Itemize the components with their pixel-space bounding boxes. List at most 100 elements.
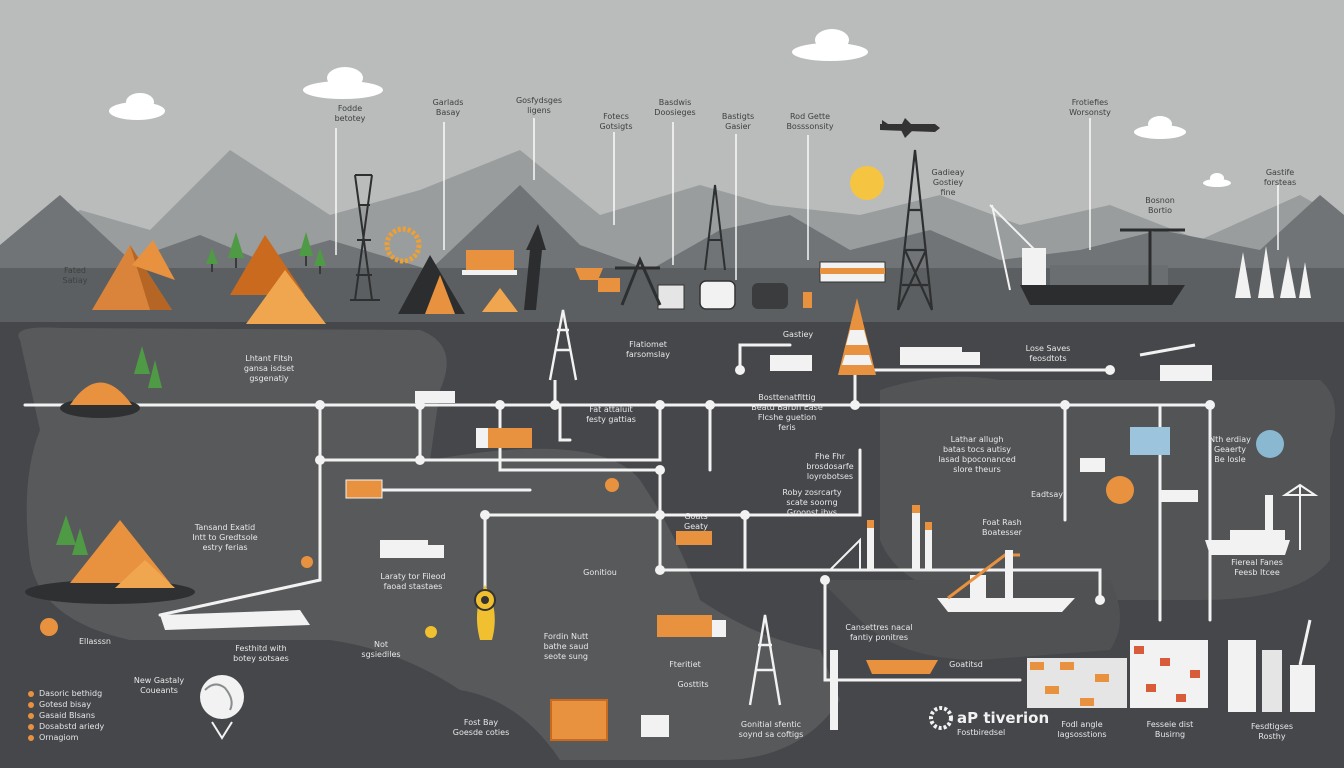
panel-region xyxy=(18,327,841,760)
pine-tree-icon xyxy=(1235,246,1311,298)
network-label: Cansettres nacal fantiy ponitres xyxy=(845,623,913,642)
network-label: Gosttits xyxy=(677,680,709,689)
network-label: Gonitiou xyxy=(583,568,617,577)
bullet-icon xyxy=(28,734,34,741)
network-label: Flatiomet farsomslay xyxy=(626,340,670,359)
network-label: Roby zosrcarty scate soorng Groonst ibys xyxy=(782,488,842,517)
top-label: Frotiefies Worsonsty xyxy=(1069,98,1111,117)
network-label: Nth erdiay Geaerty Be losle xyxy=(1209,435,1251,464)
top-label: Gadieay Gostiey fine xyxy=(931,168,965,197)
airplane-icon xyxy=(880,118,940,138)
car-icon xyxy=(657,280,812,310)
brand-name: aP tiverion xyxy=(957,709,1050,727)
traffic-cone-icon xyxy=(838,298,876,375)
bus-icon xyxy=(819,261,886,283)
legend: Dasoric bethidg Gotesd bisay Gasaid Blsa… xyxy=(28,688,138,743)
network-label: Lose Saves feosdtots xyxy=(1025,344,1071,363)
network-label: Gonitial sfentic soynd sa coftigs xyxy=(738,720,804,739)
cargo-ship-icon xyxy=(989,204,1185,305)
pumpjack-icon xyxy=(615,256,662,306)
network-label: Fhe Fhr brosdosarfe loyrobotses xyxy=(806,452,854,481)
top-label: Gosfydsges ligens xyxy=(515,96,563,115)
top-label: Basdwis Doosieges xyxy=(654,98,696,117)
top-label: Bosnon Bortio xyxy=(1145,196,1175,215)
flower-icon xyxy=(1106,476,1134,504)
legend-item: Gasaid Blsans xyxy=(28,710,138,721)
bullet-icon xyxy=(28,701,34,708)
leader-lines xyxy=(335,118,1279,280)
network-label: Laraty tor Fileod faoad stastaes xyxy=(380,572,446,591)
top-label: Fotecs Gotsigts xyxy=(599,112,633,131)
legend-item: Dosabstd ariedy xyxy=(28,721,138,732)
top-label: Fodde betotey xyxy=(334,104,366,123)
network-label: Fat attaluit festy gattias xyxy=(586,405,636,424)
brand-subtitle: Fostbiredsel xyxy=(957,728,1006,737)
ship-icon xyxy=(937,550,1075,612)
network-label: Fost Bay Goesde coties xyxy=(452,718,510,737)
network-label: Fiereal Fanes Feesb Itcee xyxy=(1231,558,1283,577)
top-label: Gastife forsteas xyxy=(1263,168,1297,187)
legend-item: Ornagiom xyxy=(28,732,138,743)
legend-label: Dasoric bethidg xyxy=(39,689,103,698)
network-label: Eadtsay xyxy=(1031,490,1063,499)
basket-icon xyxy=(575,268,603,280)
bullet-icon xyxy=(28,690,34,697)
network-label: Goatitsd xyxy=(949,660,983,669)
tree-icon xyxy=(56,232,326,555)
network-label: Fesseie dist Busirng xyxy=(1146,720,1194,739)
gear-icon xyxy=(929,706,953,730)
container-icon xyxy=(598,278,620,292)
legend-item: Dasoric bethidg xyxy=(28,688,138,699)
gear-icon xyxy=(384,226,422,264)
map-icon xyxy=(1130,427,1170,455)
top-label: Fated Satiay xyxy=(62,266,88,285)
pin-icon xyxy=(40,618,58,636)
container-stack-icon xyxy=(550,640,1208,741)
ore-pile-icon xyxy=(25,382,195,604)
legend-label: Gasaid Blsans xyxy=(39,711,96,720)
pin-icon xyxy=(301,556,313,568)
network-label: Bosttenatfittig Beatd Barbn Ease Flcshe … xyxy=(751,393,823,432)
solar-panel-icon xyxy=(462,250,517,275)
silo-icon xyxy=(1228,619,1315,712)
network-label: Fordin Nutt bathe saud seote sung xyxy=(543,632,589,661)
location-pin-icon xyxy=(474,585,496,640)
ore-pile-icon xyxy=(482,288,518,312)
network-label: Tansand Exatid Intt to Gredtsole estry f… xyxy=(192,523,258,552)
oil-derrick-icon xyxy=(748,614,782,706)
ferry-icon xyxy=(866,660,938,674)
top-label: Rod Gette Bosssonsity xyxy=(786,112,834,131)
network-label: Foat Rash Boatesser xyxy=(982,518,1022,537)
network-label: New Gastaly Coueants xyxy=(133,676,185,695)
legend-label: Gotesd bisay xyxy=(39,700,92,709)
tank-icon xyxy=(830,650,838,730)
network-nodes xyxy=(315,365,1215,605)
ferry-icon xyxy=(1205,540,1290,555)
pin-icon xyxy=(425,626,437,638)
oil-derrick-icon xyxy=(548,309,578,381)
pin-icon xyxy=(605,478,619,492)
globe-icon xyxy=(200,430,1284,740)
network-label: Lathar allugh batas tocs autisy lasad bp… xyxy=(938,435,1016,474)
bullet-icon xyxy=(28,723,34,730)
legend-label: Ornagiom xyxy=(39,733,79,742)
network-label: Goats Geaty xyxy=(684,512,708,531)
bullet-icon xyxy=(28,712,34,719)
network-label: Fodl angle lagsosstions xyxy=(1057,720,1107,739)
network-label: Not sgsiediles xyxy=(361,640,401,659)
power-tower-icon xyxy=(896,149,934,311)
truck-icon xyxy=(380,343,1212,637)
arrow-up-icon xyxy=(524,224,546,310)
crane-icon xyxy=(350,174,726,301)
legend-label: Dosabstd ariedy xyxy=(39,722,105,731)
top-label: Bastigts Gasier xyxy=(721,112,755,131)
network-label: Ellasssn xyxy=(79,637,111,646)
legend-item: Gotesd bisay xyxy=(28,699,138,710)
sun-icon xyxy=(850,166,884,200)
ore-pile-icon xyxy=(92,235,326,324)
ship-icon xyxy=(160,610,310,630)
kiln-icon xyxy=(398,255,465,314)
network-label: Fesdtigses Rosthy xyxy=(1250,722,1294,741)
network-label: Gastiey xyxy=(782,330,814,339)
